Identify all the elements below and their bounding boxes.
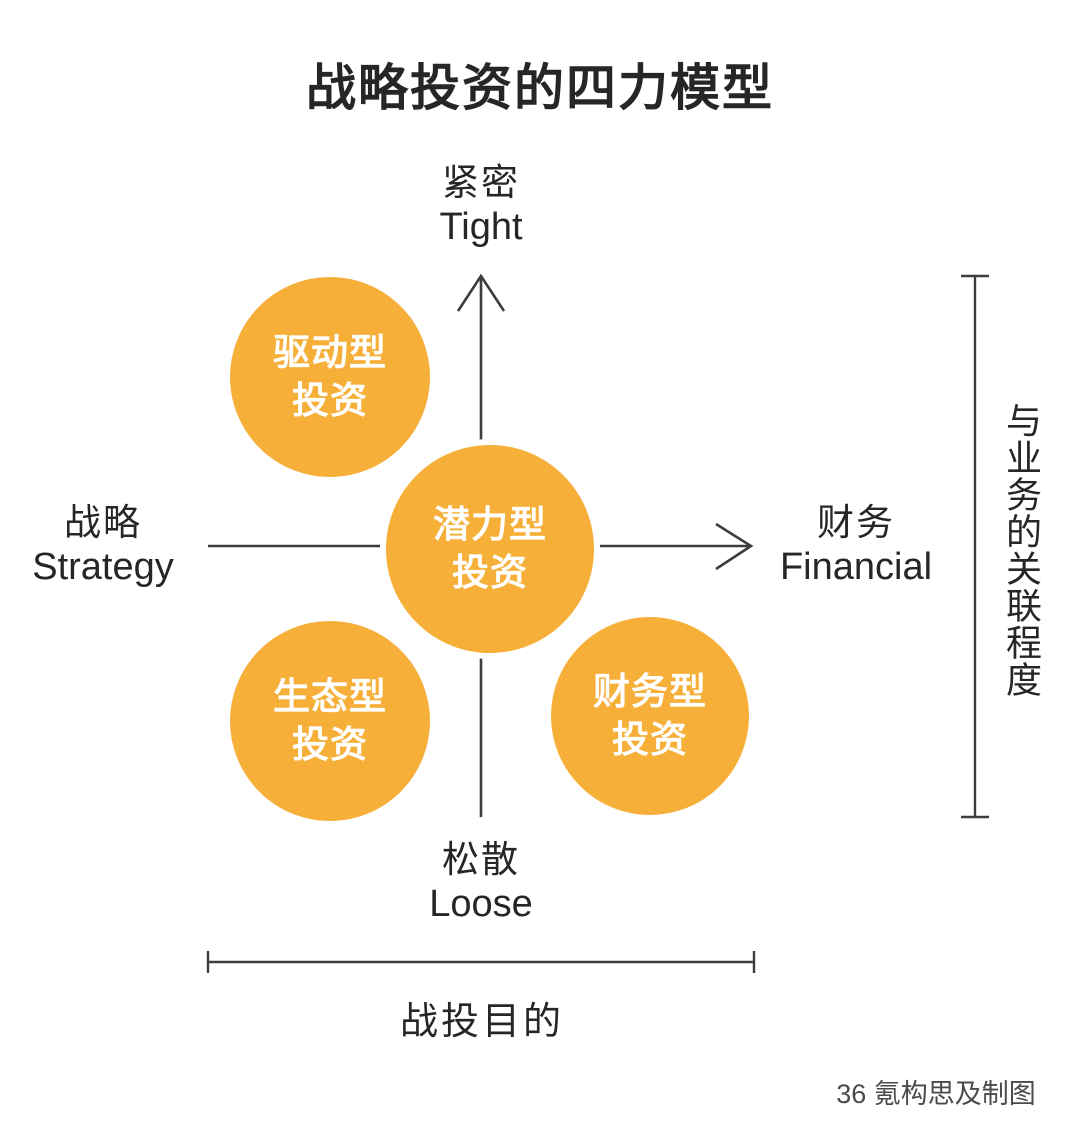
circle-label-line2: 投资 (292, 380, 368, 421)
axis-label-left: 战略 Strategy (32, 501, 174, 591)
axis-label-left-en: Strategy (32, 546, 174, 589)
up-arrow-icon (456, 273, 506, 312)
axis-label-top-zh: 紧密 (441, 162, 520, 203)
axis-label-bottom-zh: 松散 (441, 839, 520, 880)
page-title: 战略投资的四力模型 (306, 60, 774, 116)
axis-label-right-zh: 财务 (816, 502, 895, 543)
circle-label-line1: 潜力型 (433, 503, 547, 545)
axis-label-right: 财务 Financial (780, 501, 932, 591)
axis-label-left-zh: 战略 (64, 502, 142, 543)
circle-label-line2: 投资 (452, 552, 528, 593)
right-arrow-icon (715, 522, 754, 571)
axis-label-bottom-en: Loose (429, 883, 533, 926)
circle-financial-investment: 财务型 投资 (545, 611, 755, 821)
circle-label-line1: 财务型 (593, 670, 707, 712)
credit-text: 36 氪构思及制图 (836, 1079, 1036, 1109)
circle-label-line2: 投资 (292, 724, 368, 765)
circle-label-line1: 驱动型 (273, 331, 387, 373)
axis-label-right-en: Financial (779, 546, 933, 589)
circle-ecosystem-investment: 生态型 投资 (224, 615, 436, 827)
axis-label-top-en: Tight (439, 206, 523, 249)
circle-label-line2: 投资 (612, 719, 688, 760)
circle-driving-investment: 驱动型 投资 (224, 271, 436, 483)
circle-potential-investment: 潜力型 投资 (380, 439, 600, 659)
axis-label-top: 紧密 Tight (439, 161, 522, 251)
right-range-label: 与业务的关联程度 (1001, 402, 1042, 698)
circle-label-line1: 生态型 (273, 675, 387, 717)
bottom-range-label: 战投目的 (399, 1001, 565, 1043)
axis-label-bottom: 松散 Loose (429, 838, 533, 928)
